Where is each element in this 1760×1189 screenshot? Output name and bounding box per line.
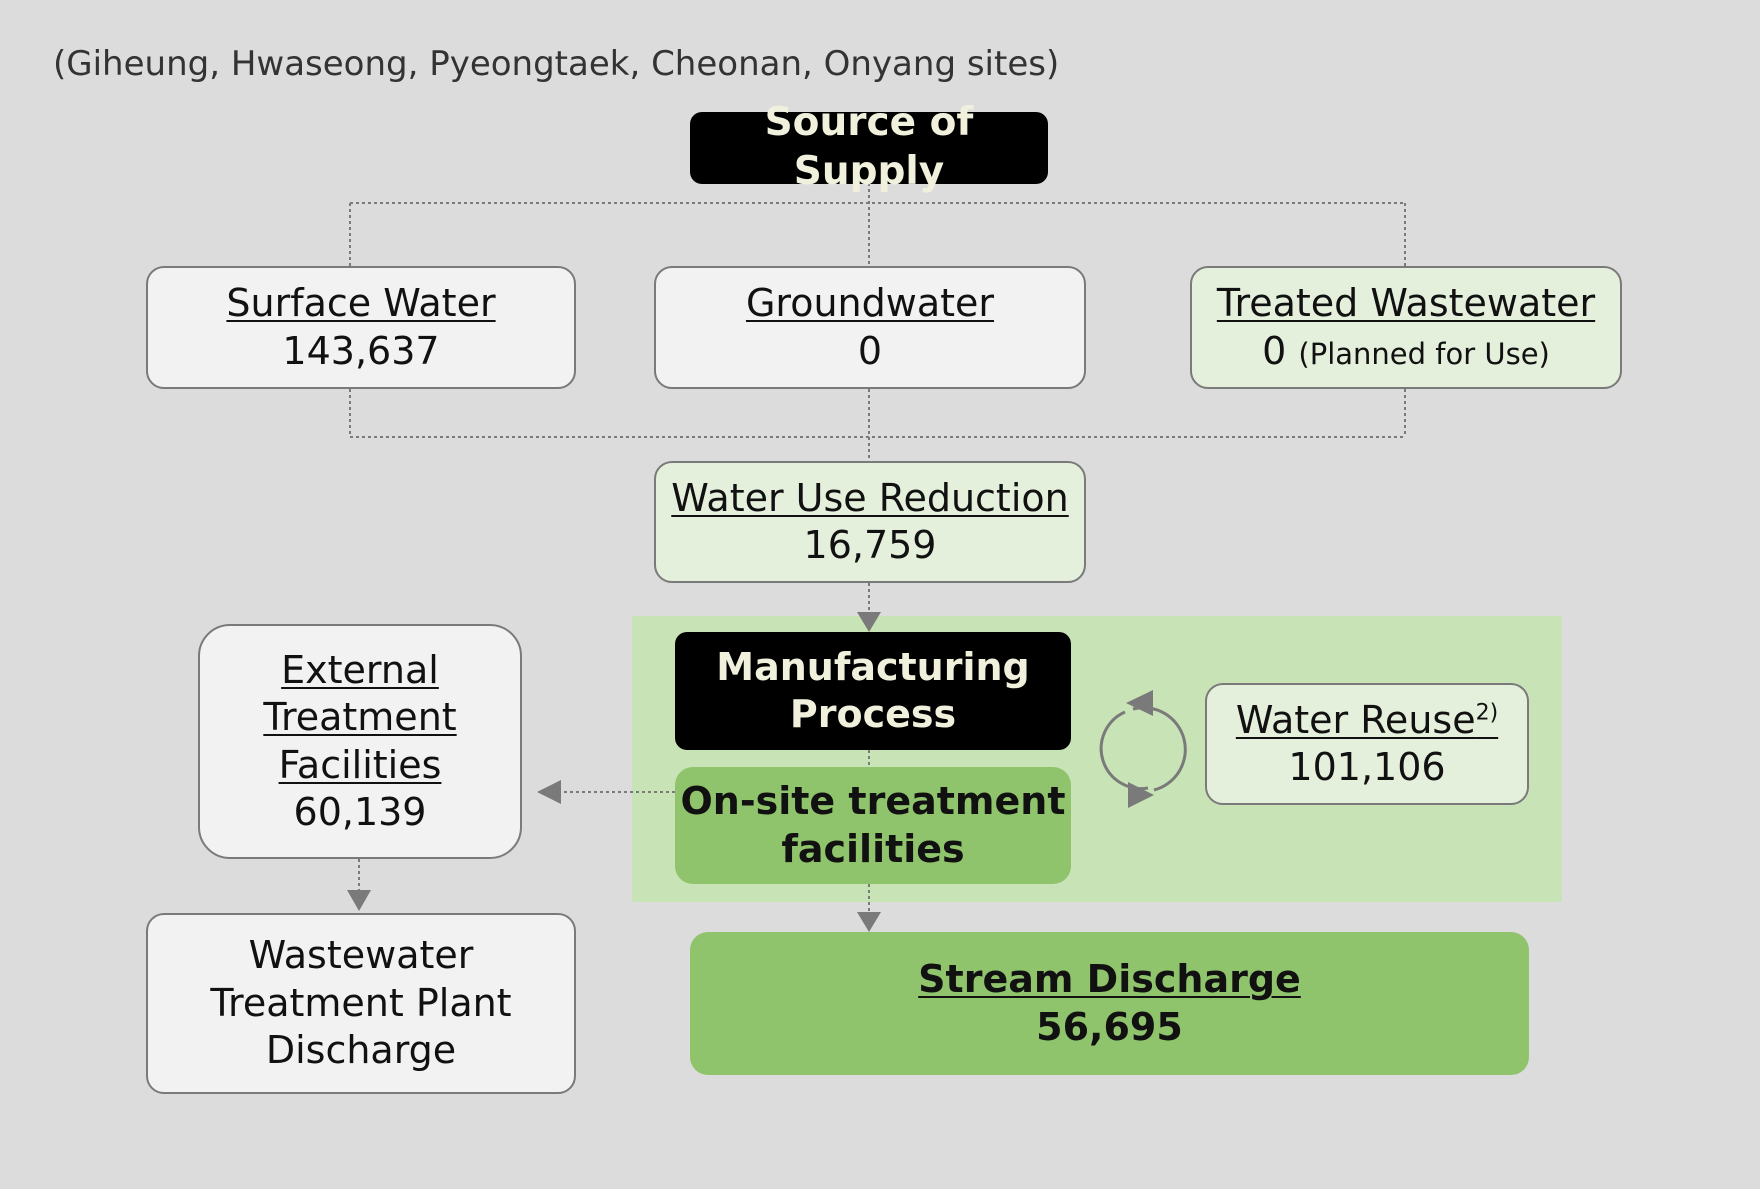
stream-discharge-title: Stream Discharge	[918, 957, 1301, 1001]
water-reuse-box: Water Reuse2) 101,106	[1205, 683, 1529, 805]
groundwater-value: 0	[857, 328, 883, 373]
treated-wastewater-box: Treated Wastewater 0 (Planned for Use)	[1190, 266, 1622, 389]
external-value: 60,139	[293, 790, 427, 834]
wwtp-line3: Discharge	[265, 1028, 457, 1073]
arrow-to-wwtp	[347, 890, 371, 911]
source-of-supply-title: Source of Supply	[764, 100, 974, 194]
recycle-cycle-icon	[1099, 690, 1187, 808]
stream-discharge-box: Stream Discharge 56,695	[690, 932, 1529, 1075]
onsite-line2: facilities	[781, 826, 965, 871]
arrow-to-mfg	[857, 612, 881, 632]
water-reuse-footnote: 2)	[1475, 699, 1499, 725]
treated-wastewater-title: Treated Wastewater	[1216, 281, 1596, 325]
external-treatment-box: External Treatment Facilities 60,139	[198, 624, 522, 859]
surface-water-box: Surface Water 143,637	[146, 266, 576, 389]
treated-wastewater-value-line: 0 (Planned for Use)	[1262, 328, 1550, 376]
water-reuse-value: 101,106	[1288, 745, 1446, 789]
manufacturing-line2: Process	[789, 692, 957, 736]
stream-discharge-value: 56,695	[1036, 1004, 1183, 1049]
treated-wastewater-value: 0	[1262, 328, 1287, 373]
wwtp-line1: Wastewater	[248, 933, 474, 978]
water-use-reduction-title: Water Use Reduction	[671, 475, 1069, 520]
water-reuse-title-line: Water Reuse2)	[1236, 697, 1498, 745]
manufacturing-process-box: Manufacturing Process	[675, 632, 1071, 750]
surface-water-value: 143,637	[282, 328, 440, 373]
water-use-reduction-value: 16,759	[803, 523, 937, 567]
source-of-supply-box: Source of Supply	[690, 100, 1048, 194]
external-line3: Facilities	[278, 742, 442, 787]
manufacturing-line1: Manufacturing	[716, 644, 1030, 689]
onsite-treatment-box: On-site treatment facilities	[675, 767, 1071, 884]
wwtp-line2: Treatment Plant	[210, 980, 512, 1025]
page-subtitle: (Giheung, Hwaseong, Pyeongtaek, Cheonan,…	[53, 44, 1060, 84]
water-reuse-title: Water Reuse	[1235, 697, 1476, 742]
groundwater-title: Groundwater	[745, 281, 995, 325]
arrow-to-external	[537, 780, 561, 804]
wwtp-discharge-box: Wastewater Treatment Plant Discharge	[146, 913, 576, 1094]
surface-water-title: Surface Water	[226, 281, 496, 325]
onsite-line1: On-site treatment	[680, 779, 1066, 823]
water-use-reduction-box: Water Use Reduction 16,759	[654, 461, 1086, 583]
external-line2: Treatment	[263, 695, 457, 739]
treated-wastewater-note: (Planned for Use)	[1298, 336, 1550, 371]
groundwater-box: Groundwater 0	[654, 266, 1086, 389]
arrow-to-stream	[857, 912, 881, 932]
external-line1: External	[281, 647, 439, 692]
